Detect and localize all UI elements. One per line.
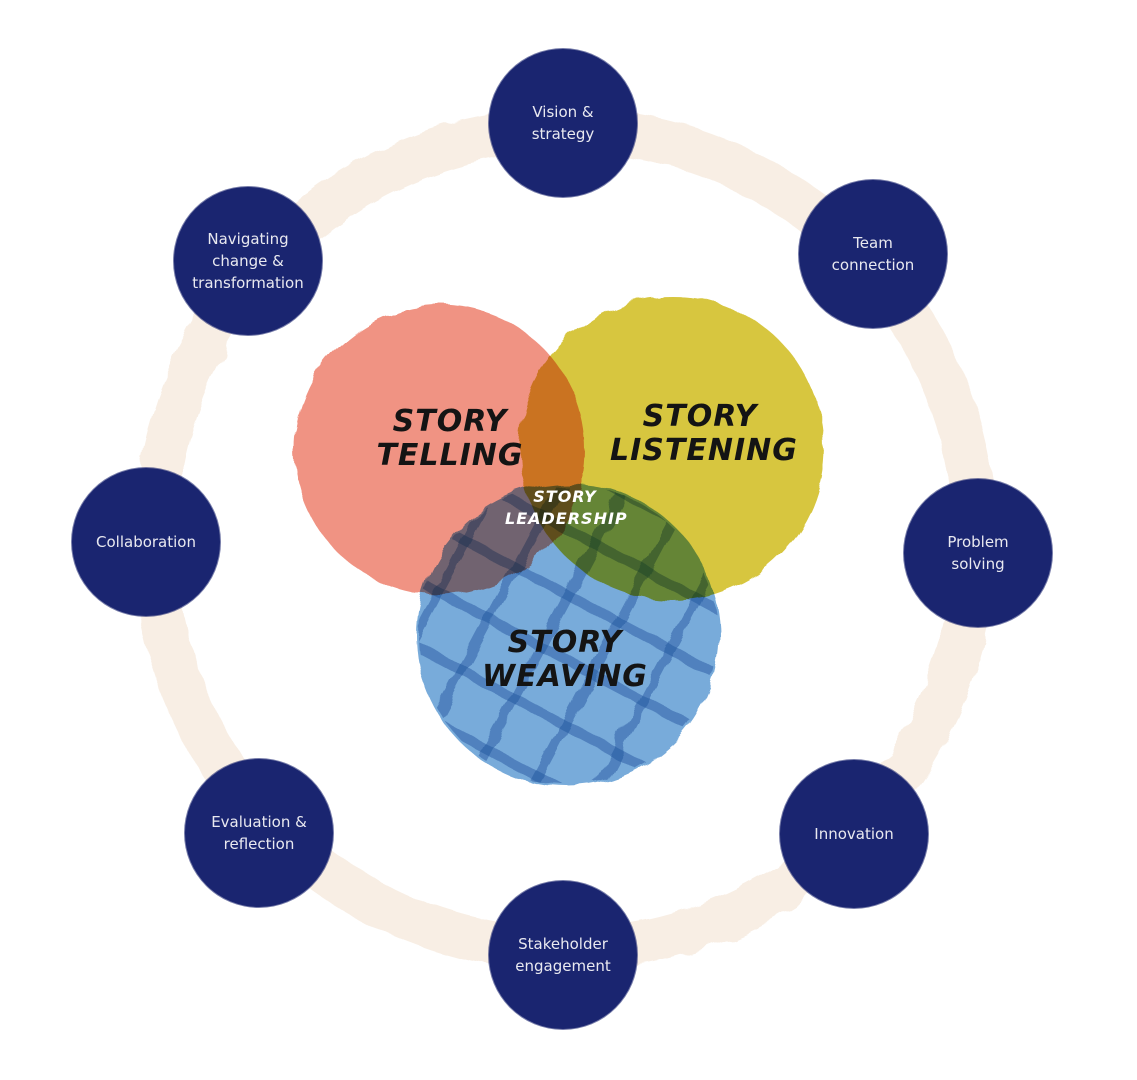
node-label: Evaluation & reflection (211, 813, 307, 853)
node-vision-strategy: Vision & strategy (489, 49, 637, 197)
node-label: Collaboration (96, 533, 196, 551)
label-story-listening: Story Listening (610, 399, 798, 468)
circle-story-telling (295, 305, 585, 595)
label-story-leadership: Story Leadership (505, 487, 628, 528)
node-label: Problem solving (947, 533, 1009, 573)
label-story-weaving: Story Weaving (482, 625, 648, 694)
label-story-telling: Story Telling (376, 404, 524, 473)
node-collaboration: Collaboration (72, 468, 220, 616)
node-navigating-change: Navigating change & transformation (174, 187, 322, 335)
node-evaluation-reflection: Evaluation & reflection (185, 759, 333, 907)
node-label: Navigating change & transformation (192, 230, 304, 292)
node-label: Innovation (814, 825, 894, 843)
venn (295, 296, 824, 787)
circle-story-listening (520, 296, 824, 600)
node-stakeholder-engagement: Stakeholder engagement (489, 881, 637, 1029)
node-problem-solving: Problem solving (904, 479, 1052, 627)
node-label: Team connection (831, 234, 915, 274)
node-team-connection: Team connection (799, 180, 947, 328)
node-label: Vision & strategy (531, 103, 595, 143)
node-innovation: Innovation (780, 760, 928, 908)
node-label: Stakeholder engagement (515, 935, 611, 975)
